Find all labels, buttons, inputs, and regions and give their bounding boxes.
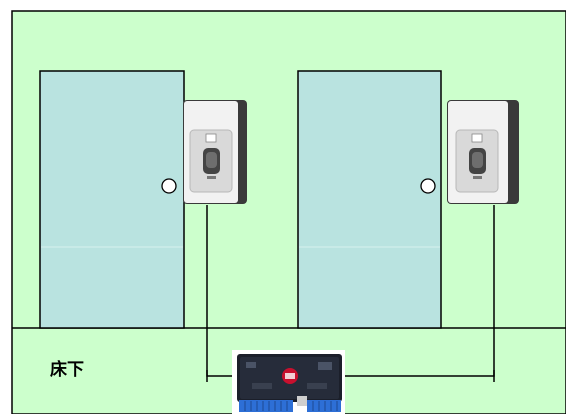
door-right — [298, 71, 441, 328]
fingerprint-reader-left — [183, 100, 247, 204]
access-control-board — [232, 350, 345, 414]
fingerprint-reader-right — [447, 100, 519, 204]
terminal-block-left — [239, 400, 293, 412]
door-handle-icon — [162, 179, 176, 193]
terminal-block-right — [307, 400, 341, 412]
door-left — [40, 71, 184, 328]
floor-label: 床下 — [50, 359, 84, 380]
door-handle-icon — [421, 179, 435, 193]
